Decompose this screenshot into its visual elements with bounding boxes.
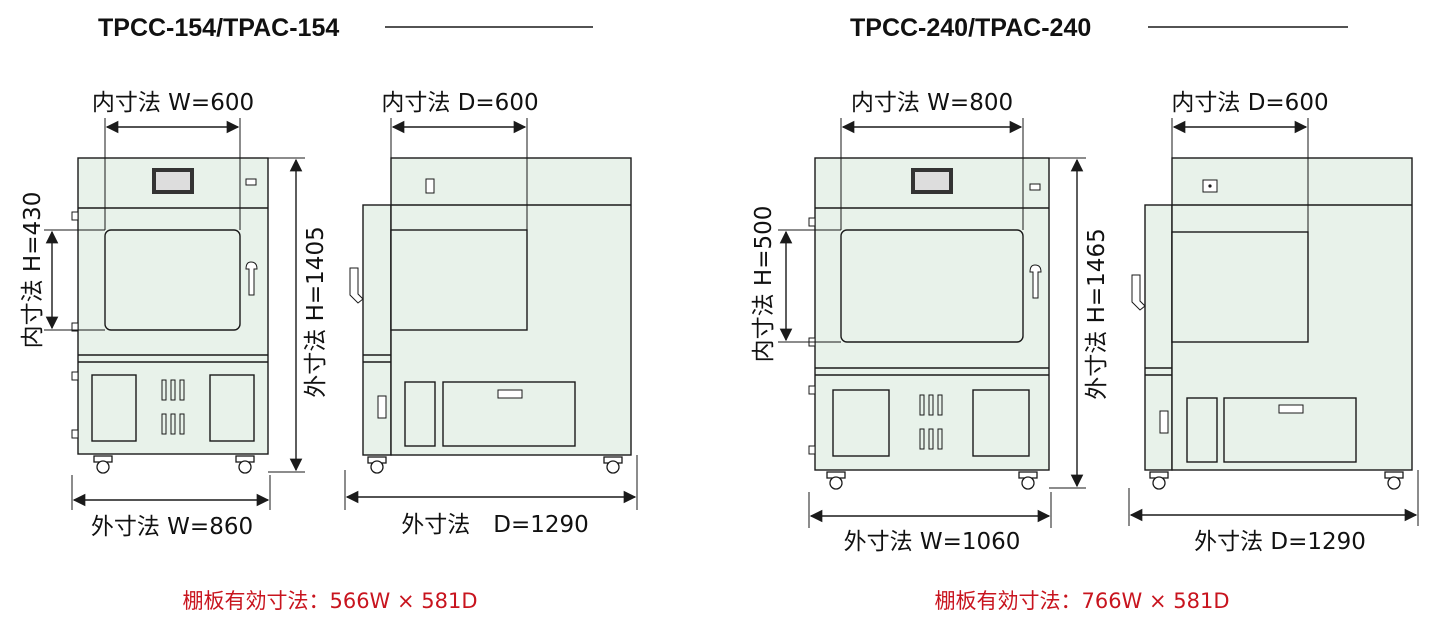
side-view <box>349 157 632 474</box>
inner-depth-label: 内寸法 D=600 <box>1171 90 1328 116</box>
side-view <box>1131 157 1413 490</box>
inner-height-label: 内寸法 H=500 <box>751 206 777 363</box>
shelf-note: 棚板有効寸法：566W × 581D <box>182 589 477 613</box>
model-title: TPCC-154/TPAC-154 <box>98 14 339 42</box>
latch-icon <box>1131 274 1146 311</box>
outer-width-label: 外寸法 W=1060 <box>844 529 1021 555</box>
model-154: TPCC-154/TPAC-154 <box>20 14 638 613</box>
inner-width-label: 内寸法 W=600 <box>92 90 254 116</box>
inner-width-label: 内寸法 W=800 <box>851 90 1013 116</box>
front-view <box>71 157 269 474</box>
door-handle-icon <box>245 261 258 296</box>
outer-width-label: 外寸法 W=860 <box>91 514 253 540</box>
latch-icon <box>349 267 364 304</box>
inner-depth-label: 内寸法 D=600 <box>381 90 538 116</box>
outer-depth-label: 外寸法 D=1290 <box>1194 529 1366 555</box>
outer-depth-label: 外寸法 D=1290 <box>401 512 589 538</box>
inner-height-label: 内寸法 H=430 <box>20 192 46 349</box>
door-handle-icon <box>1029 264 1042 299</box>
outer-height-label: 外寸法 H=1405 <box>303 226 329 397</box>
model-240: TPCC-240/TPAC-240 <box>751 14 1419 613</box>
model-title: TPCC-240/TPAC-240 <box>850 14 1091 42</box>
outer-height-label: 外寸法 H=1465 <box>1084 228 1110 399</box>
front-view <box>808 157 1050 490</box>
shelf-note: 棚板有効寸法：766W × 581D <box>934 589 1229 613</box>
